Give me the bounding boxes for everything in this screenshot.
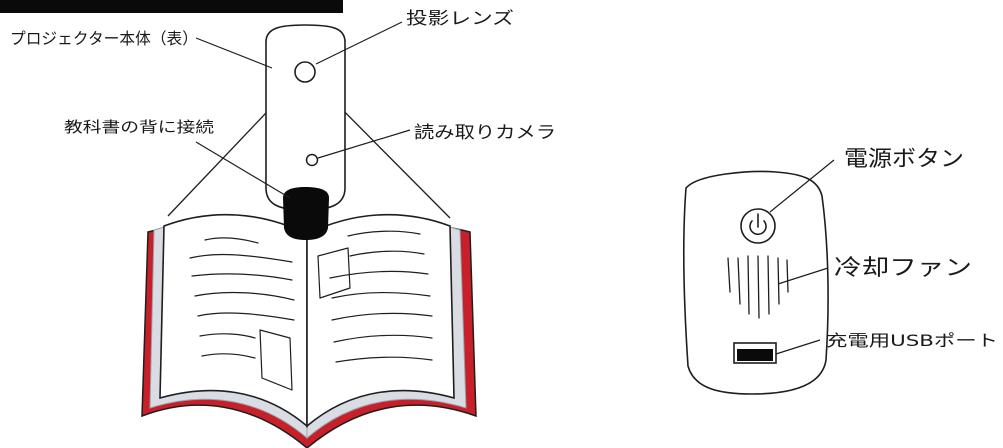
projector-lens [294,61,316,83]
cooling-fan-vents [727,255,789,319]
leader-camera [317,129,411,159]
usb-port [733,342,777,364]
leader-power [769,159,835,213]
reading-camera [305,153,319,167]
spine-clip [283,187,329,240]
label-cooling-fan: 冷却ファン [834,256,972,281]
book-figure-left [259,329,293,391]
label-power-button: 電源ボタン [844,147,964,172]
book-text-lines-right [329,230,433,363]
book-page-right [306,213,455,428]
projector-body-back [683,170,829,395]
power-button [740,208,776,244]
leader-usb [775,339,821,355]
open-book [141,213,477,448]
label-lens: 投影レンズ [406,9,514,29]
label-reading-camera: 読み取りカメラ [414,123,556,143]
projector-body-front [265,24,346,240]
label-projector-front: プロジェクター本体（表） [10,29,198,48]
label-spine-attach: 教科書の背に接続 [64,118,214,136]
header-bar [0,0,343,13]
power-icon [749,220,767,236]
leader-projector-front [195,37,273,69]
book-text-lines-left [189,237,295,359]
leader-fan [777,267,829,285]
label-usb-port: 充電用USBポート [826,331,998,350]
leader-lens [315,21,403,65]
book-figure-right [317,247,351,299]
leader-spine [195,141,291,199]
